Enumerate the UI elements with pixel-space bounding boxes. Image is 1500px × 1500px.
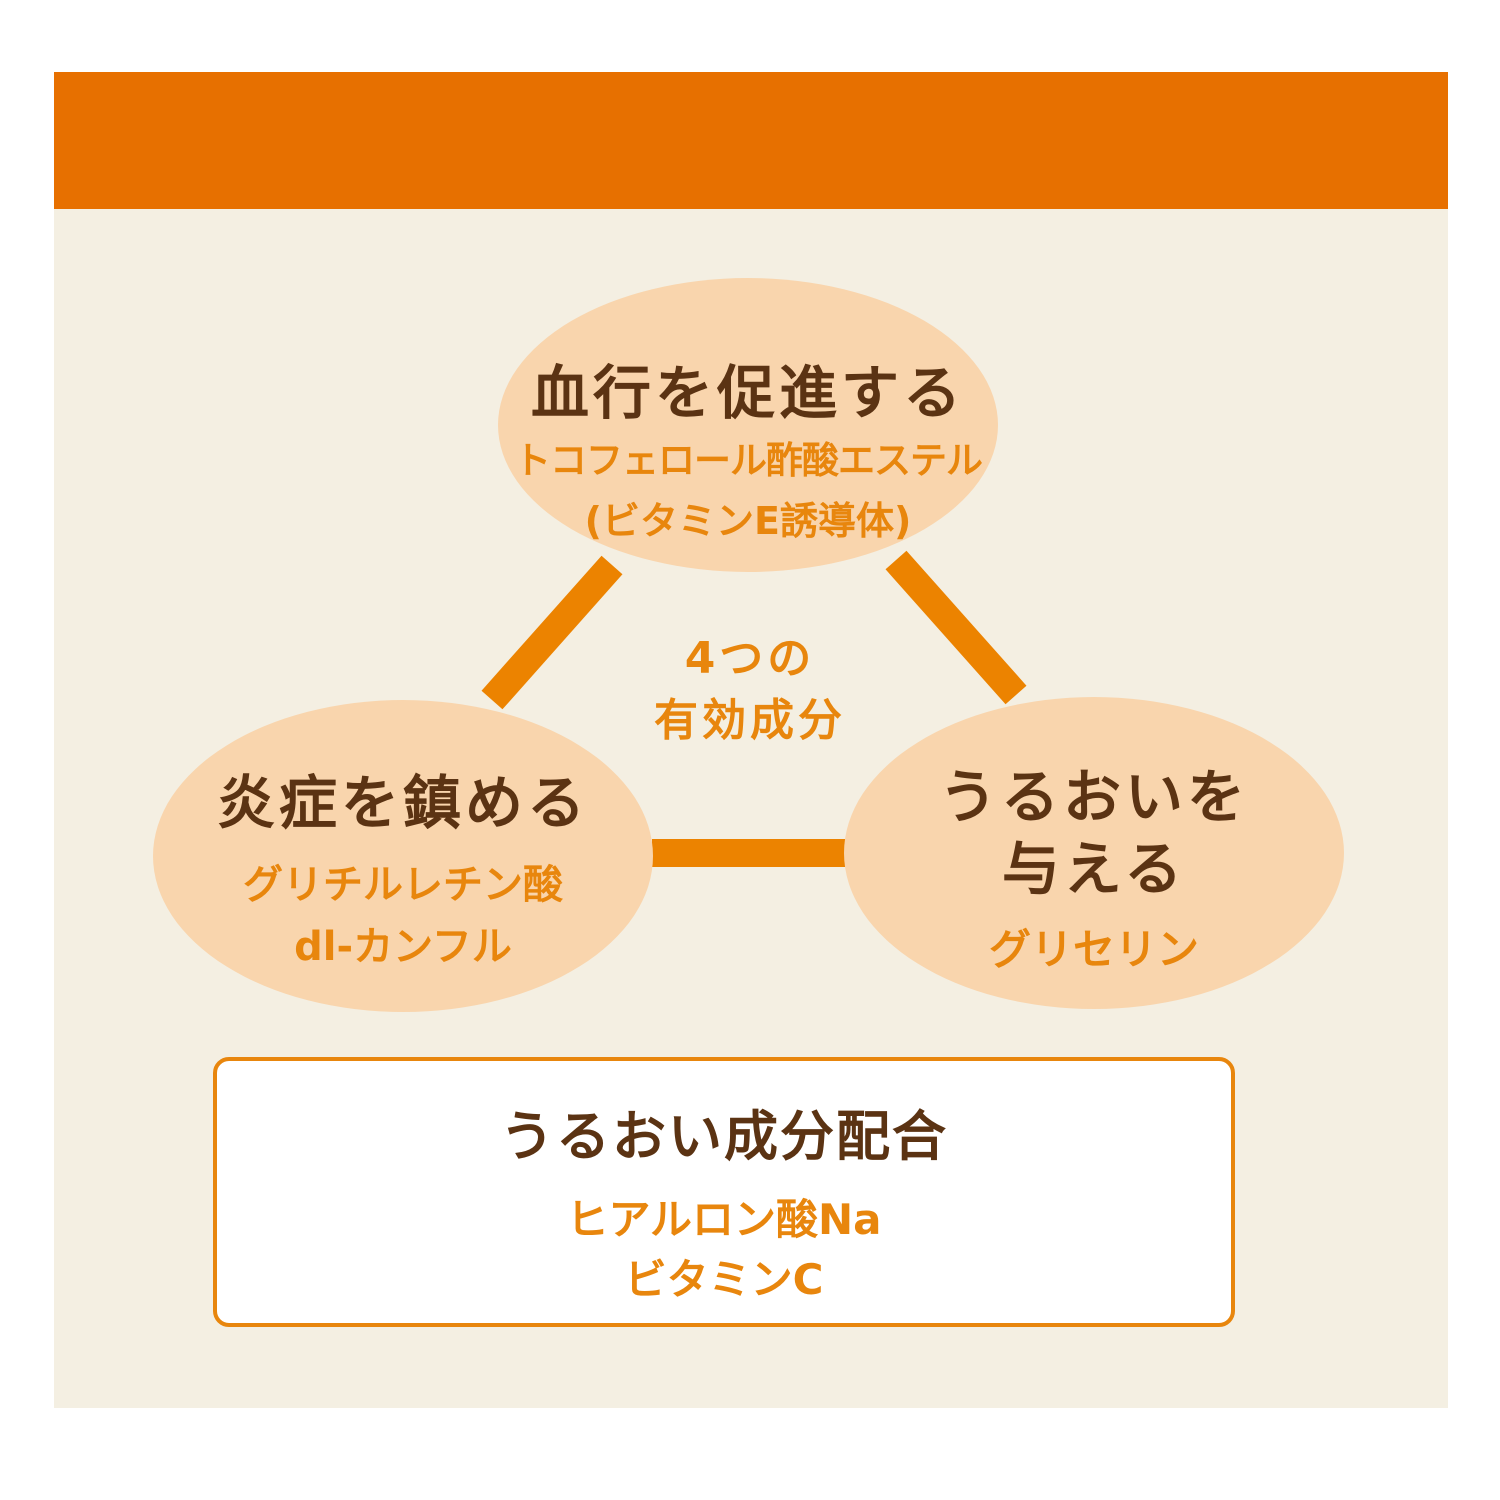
moisture-ingredients-title: うるおい成分配合 [500,1105,948,1168]
center-label-line2: 有効成分 [654,695,846,746]
node-anti-inflammatory-ingredient-2: dl-カンフル [294,924,512,970]
moisture-ingredients-box [213,1057,1235,1327]
header-band [54,72,1448,209]
moisture-ingredient-1: ヒアルロン酸Na [566,1195,882,1244]
connector-top-right [885,550,1027,705]
node-moisturize-ingredient: グリセリン [988,925,1199,974]
node-circulation [498,278,998,572]
node-anti-inflammatory-ingredient: グリチルレチン酸 [243,862,563,908]
node-moisturize-title-line1: うるおいを [938,763,1249,831]
node-anti-inflammatory-title: 炎症を鎮める [216,769,589,837]
moisture-ingredient-2: ビタミンC [624,1255,824,1304]
center-label-line1: 4つの [684,633,816,684]
node-anti-inflammatory [153,700,653,1012]
node-moisturize-title-line2: 与える [1001,835,1187,903]
node-circulation-ingredient: トコフェロール酢酸エステル [514,439,983,482]
node-circulation-ingredient-note: (ビタミンE誘導体) [584,499,912,543]
connector-top-left [481,555,623,710]
node-circulation-title: 血行を促進する [530,359,965,427]
node-moisturize [844,697,1344,1009]
